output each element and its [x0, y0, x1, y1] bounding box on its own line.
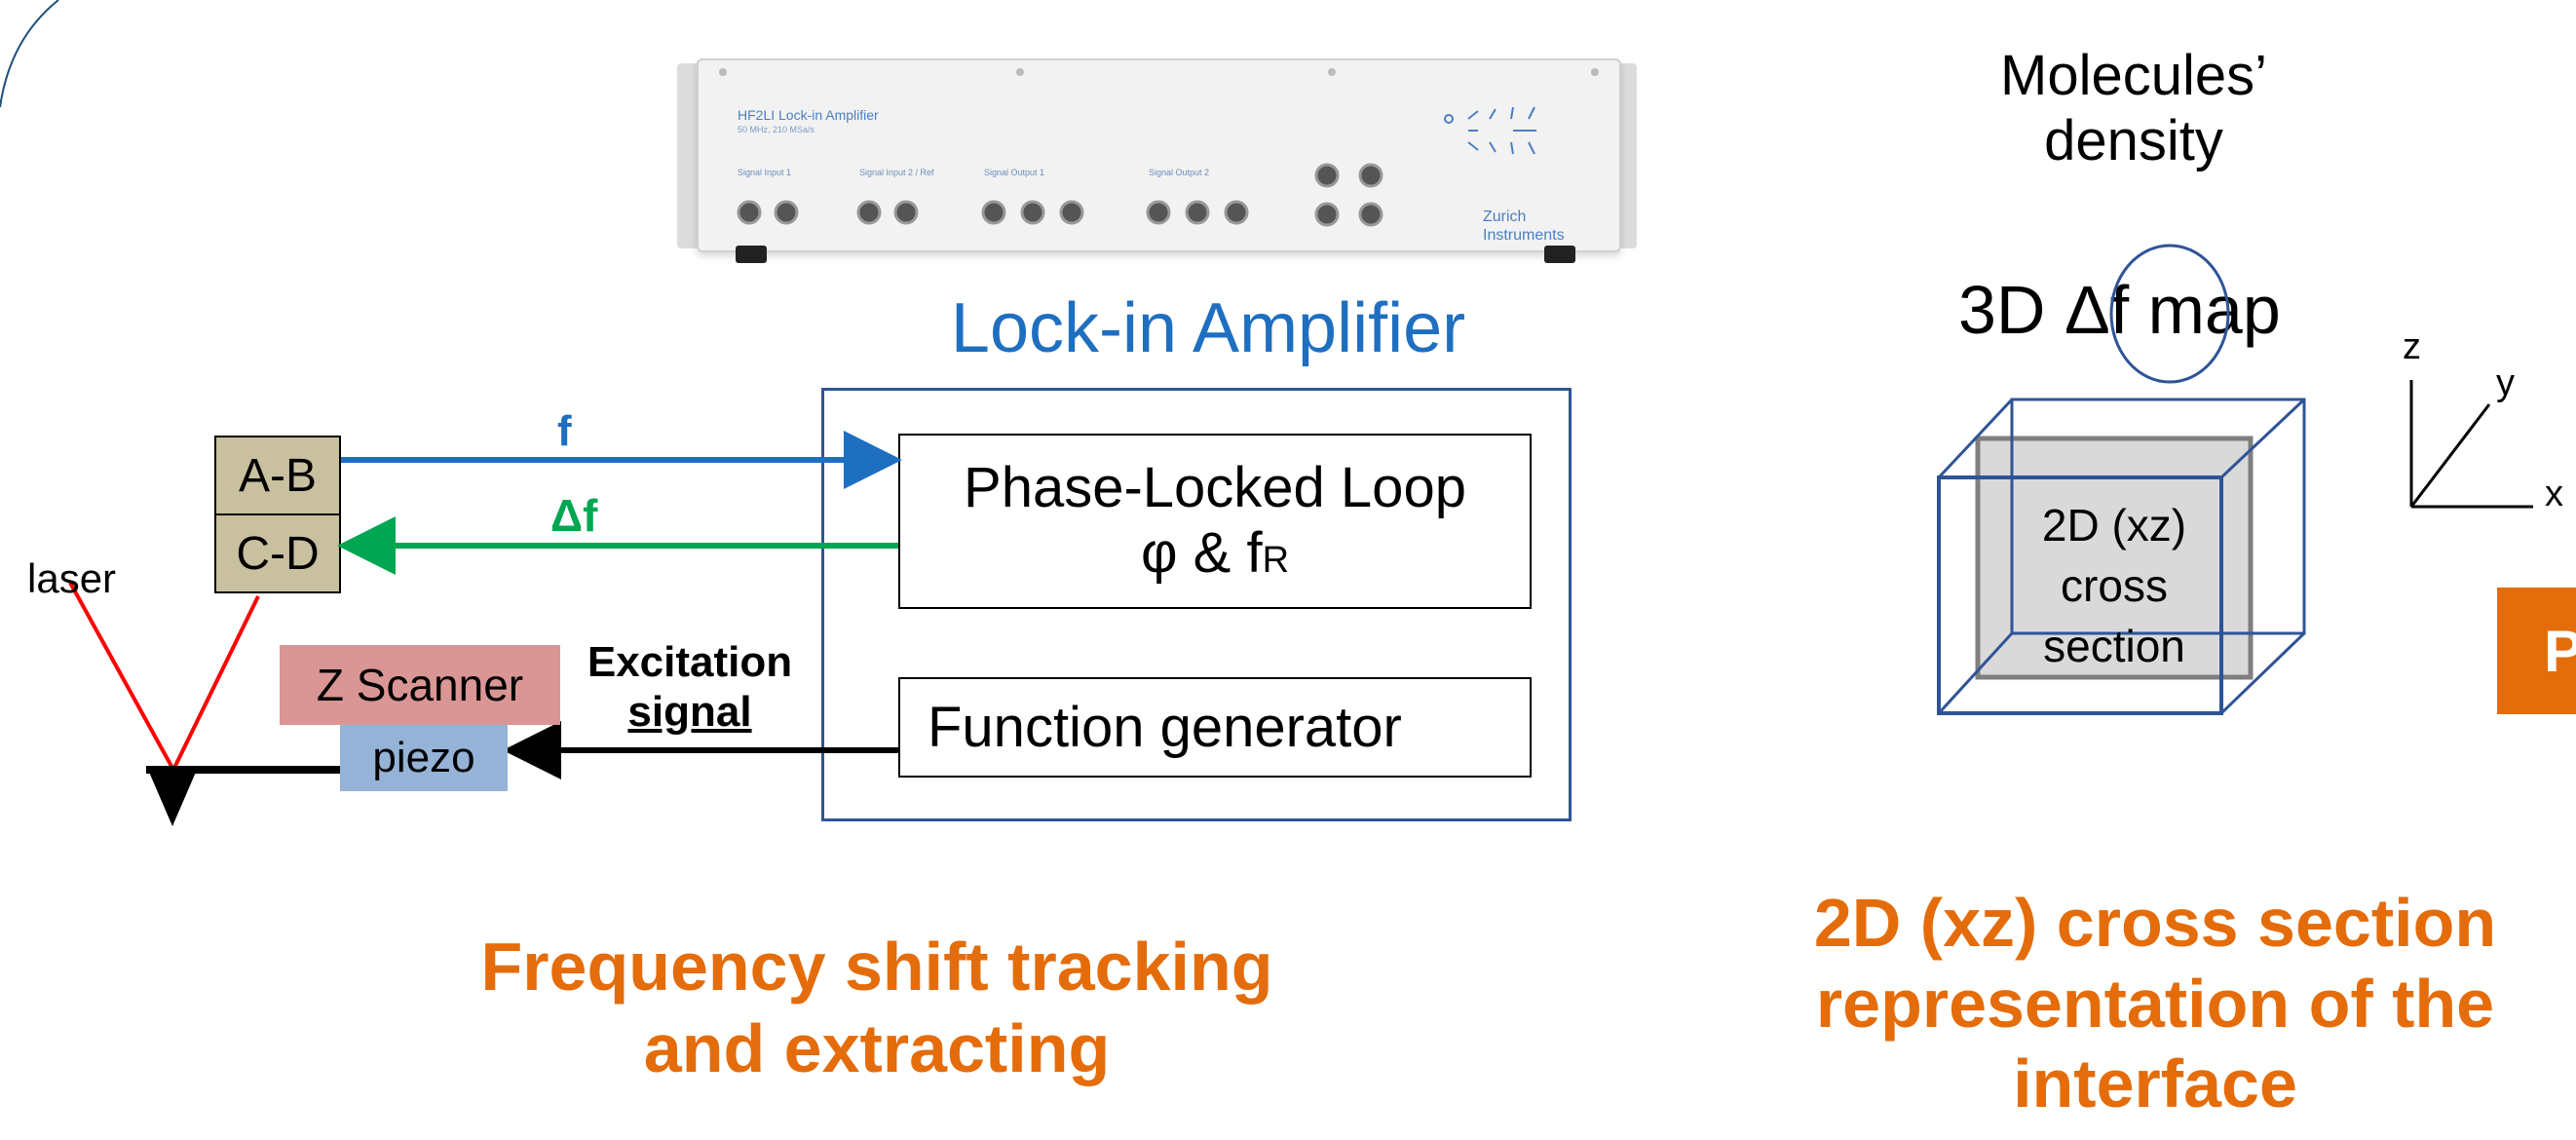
cross-section-line2: cross — [2061, 560, 2168, 612]
piezo-label: piezo — [372, 734, 475, 781]
pll-line2: φ & fR — [1141, 521, 1289, 587]
device-group-label: Signal Output 1 — [984, 168, 1045, 177]
decorative-arc — [0, 0, 59, 108]
function-generator-label: Function generator — [928, 696, 1402, 759]
left-caption-line2: and extracting — [643, 1010, 1111, 1086]
excitation-line2: signal — [627, 687, 752, 736]
df-signal-label: Δf — [550, 490, 598, 541]
device-spec-label: 50 MHz, 210 MSa/s — [738, 125, 815, 134]
lockin-device-image: HF2LI Lock-in Amplifier 50 MHz, 210 MSa/… — [677, 39, 1637, 273]
left-caption-line1: Frequency shift tracking — [480, 929, 1273, 1005]
device-model-label: HF2LI Lock-in Amplifier — [738, 107, 879, 123]
device-foot-right — [1544, 246, 1575, 263]
detector-cd-label: C-D — [236, 527, 320, 580]
lockin-frame — [821, 388, 1572, 821]
detector-ab-label: A-B — [238, 449, 317, 502]
device-brand-line2: Instruments — [1483, 227, 1565, 244]
right-caption-line1: 2D (xz) cross section — [1813, 885, 2497, 961]
pll-box: Phase-Locked Loop φ & fR — [898, 434, 1532, 609]
device-group-label: Signal Input 1 — [738, 168, 792, 177]
axes-icon — [2409, 380, 2533, 509]
detector-ab: A-B — [214, 436, 341, 515]
f-signal-label: f — [557, 407, 572, 455]
laser-beam-incident — [68, 582, 175, 771]
cube-diagram — [1937, 398, 2306, 715]
molecules-line1: Molecules’ — [2000, 44, 2267, 107]
z-scanner-block: Z Scanner — [280, 645, 560, 725]
function-generator-box: Function generator — [898, 677, 1532, 778]
map-title-suffix: map — [2147, 272, 2281, 348]
map-title: 3D Δf map — [1958, 271, 2281, 349]
lockin-title: Lock-in Amplifier — [950, 289, 1466, 367]
map-title-prefix: 3D — [1958, 272, 2046, 348]
orange-tab-label: P — [2544, 618, 2576, 684]
device-connectors — [719, 68, 1599, 227]
laser-beam-reflected — [171, 595, 260, 771]
excitation-line1: Excitation — [587, 638, 793, 686]
delta-highlight-circle — [2109, 244, 2230, 384]
device-brand-line1: Zurich — [1483, 209, 1527, 225]
device-foot-left — [736, 246, 767, 263]
device-group-label: Signal Output 2 — [1149, 168, 1210, 177]
pll-r-subscript: R — [1262, 540, 1290, 581]
molecules-density-label: Molecules’ density — [1939, 44, 2329, 173]
pll-line1: Phase-Locked Loop — [964, 456, 1466, 520]
z-scanner-label: Z Scanner — [316, 660, 524, 710]
excitation-signal-label: Excitation signal — [563, 638, 816, 737]
cross-section-line1: 2D (xz) — [2041, 500, 2187, 551]
axis-y-label: y — [2496, 362, 2515, 403]
right-caption-line3: interface — [2013, 1045, 2297, 1122]
molecules-line2: density — [2044, 108, 2223, 172]
orange-tab: P — [2497, 588, 2576, 714]
axis-z-label: z — [2403, 326, 2421, 367]
piezo-block: piezo — [340, 725, 508, 791]
axis-x-label: x — [2545, 474, 2563, 514]
pll-phi-label: φ & f — [1140, 521, 1263, 585]
cross-section-line3: section — [2043, 621, 2185, 672]
left-caption: Frequency shift tracking and extracting — [390, 926, 1364, 1089]
cantilever-tip — [148, 770, 197, 826]
detector-cd: C-D — [214, 513, 341, 593]
cross-section-label: 2D (xz) cross section — [1997, 495, 2231, 676]
laser-label: laser — [27, 555, 117, 601]
right-caption: 2D (xz) cross section representation of … — [1734, 883, 2576, 1124]
right-caption-line2: representation of the — [1815, 965, 2495, 1042]
device-group-label: Signal Input 2 / Ref — [859, 168, 934, 177]
device-front-panel: HF2LI Lock-in Amplifier 50 MHz, 210 MSa/… — [697, 58, 1621, 252]
